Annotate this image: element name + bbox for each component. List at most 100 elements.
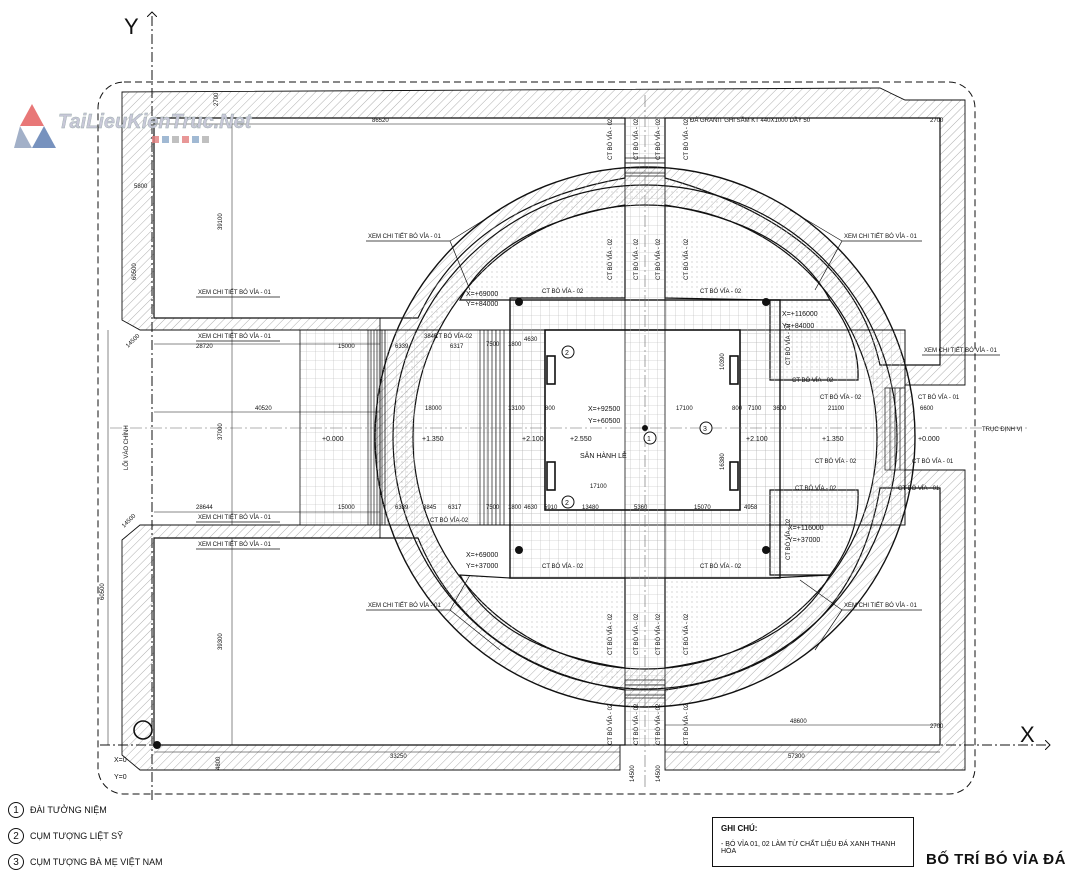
cp3-y: Y=+37000 <box>466 563 498 570</box>
drawing-title: BỐ TRÍ BÓ VỈA ĐÁ <box>926 851 1066 868</box>
watermark-logo: TaiLieuKienTruc.Net <box>14 100 254 157</box>
ct-e6: CT BÓ VỈA - 02 <box>795 485 837 492</box>
cp1-x: X=+69000 <box>466 291 498 298</box>
origin-marker <box>133 720 153 740</box>
ct-v11: CT BÓ VỈA - 02 <box>655 613 662 655</box>
callout-xem-w1: XEM CHI TIẾT BÓ VỈA - 01 <box>198 289 271 296</box>
ct-s2: CT BÓ VỈA - 02 <box>700 563 742 570</box>
dim-13100: 13100 <box>508 406 525 412</box>
ct-v17: CT BÓ VỈA - 02 <box>785 323 792 365</box>
level-left: +0.000 <box>322 436 344 443</box>
dim-4630-bot: 4630 <box>524 505 538 511</box>
marker-1-text: 1 <box>647 436 651 443</box>
dim-28644: 28644 <box>196 505 213 511</box>
callout-xem-sw: XEM CHI TIẾT BÓ VỈA - 01 <box>368 602 441 609</box>
dim-6339-bot: 6339 <box>395 505 409 511</box>
legend-item-3: 3 CỤM TƯỢNG BÀ MẸ VIỆT NAM <box>8 854 163 870</box>
ct-v10: CT BÓ VỈA - 02 <box>633 613 640 655</box>
dim-7100: 7100 <box>748 406 762 412</box>
dim-800-l: 800 <box>545 406 556 412</box>
dim-57300: 57300 <box>788 754 805 760</box>
marker-2-bottom <box>561 495 575 509</box>
truc-label: TRỤC ĐỊNH VỊ <box>982 427 1023 433</box>
ct-w1: CT BÓ VỈA-02 <box>434 333 473 340</box>
callout-lines <box>196 209 1000 651</box>
dim-39100: 39100 <box>218 213 224 230</box>
ct-v7: CT BÓ VỈA - 02 <box>655 238 662 280</box>
dim-60500-b: 60500 <box>100 583 106 600</box>
note-heading: GHI CHÚ: <box>721 824 758 833</box>
axes <box>100 12 1050 800</box>
cp4-x: X=+116000 <box>788 525 824 532</box>
watermark-text: TaiLieuKienTruc.Net <box>58 111 253 133</box>
ct-v12: CT BÓ VỈA - 02 <box>683 613 690 655</box>
dim-1800-top: 1800 <box>508 342 522 348</box>
ct-v18: CT BÓ VỈA - 02 <box>785 518 792 560</box>
entrance-label: LỐI VÀO CHÍNH <box>123 425 130 470</box>
x-axis-label: X <box>1020 722 1035 747</box>
marker-2-bottom-text: 2 <box>565 500 569 507</box>
dim-3845-bot: 3845 <box>423 505 437 511</box>
dim-2700-b: 2700 <box>930 118 944 124</box>
dim-6339-top: 6339 <box>395 344 409 350</box>
dim-33250: 33250 <box>390 754 407 760</box>
callout-xem-nw: XEM CHI TIẾT BÓ VỈA - 01 <box>368 233 441 240</box>
dim-7500-top: 7500 <box>486 342 500 348</box>
dim-17100: 17100 <box>676 406 693 412</box>
dim-15000-bot: 15000 <box>338 505 355 511</box>
dim-2700-a: 2700 <box>214 92 220 106</box>
dim-6600: 6600 <box>920 406 934 412</box>
ct-v8: CT BÓ VỈA - 02 <box>683 238 690 280</box>
legend-item-1: 1 ĐÀI TƯỞNG NIỆM <box>8 802 107 818</box>
ct-v4: CT BÓ VỈA - 02 <box>683 118 690 160</box>
dim-40520: 40520 <box>255 406 272 412</box>
dim-15000-top: 15000 <box>338 344 355 350</box>
marker-2-top <box>561 345 575 359</box>
dim-15070: 15070 <box>694 505 711 511</box>
dim-17100-b: 17100 <box>590 484 607 490</box>
ct-v9: CT BÓ VỈA - 02 <box>607 613 614 655</box>
legend-number: 2 <box>8 828 24 844</box>
ct-v5: CT BÓ VỈA - 02 <box>607 238 614 280</box>
dim-6317-top: 6317 <box>450 344 464 350</box>
legend-label: CỤM TƯỢNG BÀ MẸ VIỆT NAM <box>30 857 163 867</box>
dim-3845-top: 3845 <box>424 334 438 340</box>
marker-3-text: 3 <box>703 426 707 433</box>
cp4-y: Y=+37000 <box>788 537 820 544</box>
ct-n2: CT BÓ VỈA - 02 <box>700 288 742 295</box>
dim-5360: 5360 <box>634 505 648 511</box>
legend-number: 1 <box>8 802 24 818</box>
dim-5800: 5800 <box>134 184 148 190</box>
legend-item-2: 2 CỤM TƯỢNG LIỆT SỸ <box>8 828 123 844</box>
dim-5910: 5910 <box>544 505 558 511</box>
dim-4958: 4958 <box>744 505 758 511</box>
dim-800-r: 800 <box>732 406 743 412</box>
legend-label: CỤM TƯỢNG LIỆT SỸ <box>30 831 124 841</box>
dim-14500-c: 14500 <box>630 765 636 782</box>
ct-w2: CT BÓ VỈA-02 <box>430 517 469 524</box>
sculpture-blocks <box>546 355 739 491</box>
dim-21100: 21100 <box>828 406 845 412</box>
granite-label: ĐÁ GRANIT GHI SẪM KT 440X1000 DẦY 50 <box>690 117 811 124</box>
dim-1800-bot: 1800 <box>508 505 522 511</box>
ct-v15: CT BÓ VỈA - 02 <box>655 703 662 745</box>
level-left-2: +1.350 <box>422 436 444 443</box>
ct-e2: CT BÓ VỈA - 02 <box>820 394 862 401</box>
dim-16380: 16380 <box>720 453 726 470</box>
dim-3600: 3600 <box>773 406 787 412</box>
ct-e1: CT BÓ VỈA - 02 <box>792 377 834 384</box>
legend-number: 3 <box>8 854 24 870</box>
y-axis-label: Y <box>124 14 139 39</box>
origin-point <box>153 741 161 749</box>
dim-10390: 10390 <box>720 353 726 370</box>
dim-4800: 4800 <box>216 756 222 770</box>
dim-60500-a: 60500 <box>132 263 138 280</box>
marker-2-top-text: 2 <box>565 350 569 357</box>
cp3-x: X=+69000 <box>466 552 498 559</box>
ct-v16: CT BÓ VỈA - 02 <box>683 703 690 745</box>
center-y: Y=+60500 <box>588 418 620 425</box>
dim-28720: 28720 <box>196 344 213 350</box>
callout-xem-w2: XEM CHI TIẾT BÓ VỈA - 01 <box>198 333 271 340</box>
callout-xem-e: XEM CHI TIẾT BÓ VỈA - 01 <box>924 347 997 354</box>
dim-14500-a: 14500 <box>125 333 142 350</box>
